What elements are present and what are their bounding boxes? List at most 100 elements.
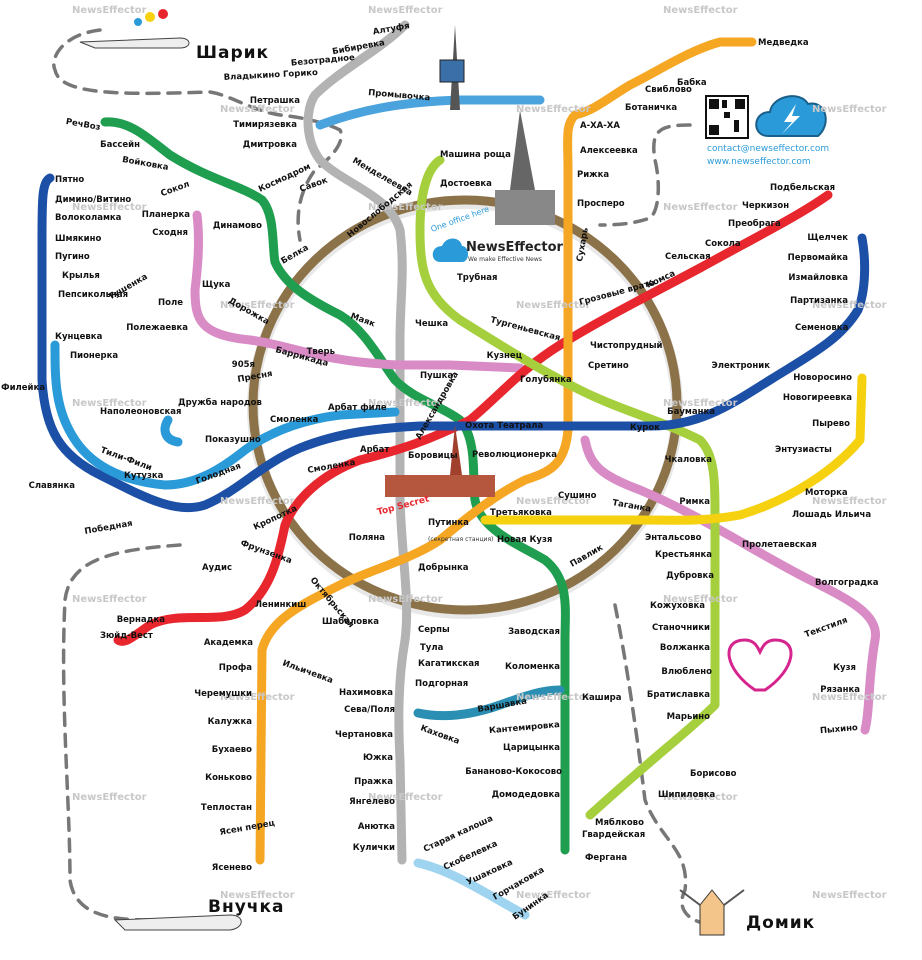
station-label-lightgreen[interactable]: Станочники [652,623,710,633]
station-label-pink[interactable]: Сходня [152,228,188,238]
station-label-orange[interactable]: Ильичевка [281,658,335,686]
station-label-orange[interactable]: Рижка [577,170,609,180]
station-label-red[interactable]: Сокола [705,239,741,249]
station-label-darkblue[interactable]: Первомайка [788,253,849,263]
station-label-lightgreen[interactable]: Кожуховка [650,601,705,611]
station-label-grey[interactable]: Владыкино Горико [223,68,318,83]
station-label-orange[interactable]: Тургеньевская [489,315,561,343]
station-label-pink[interactable]: Таганка [611,498,651,515]
station-label-orange[interactable]: Ясен перец [219,818,276,838]
station-label-orange[interactable]: Шаболовка [322,616,379,627]
station-label-grey[interactable]: Дмитровка [243,140,297,150]
station-label-grey[interactable]: Пражка [354,777,393,787]
station-label-lightgreen[interactable]: Курок [630,423,660,433]
station-label-red[interactable]: Чистопрудный [590,341,663,351]
station-label-red[interactable]: Ленинкиш [255,600,306,610]
station-label-grey[interactable]: Савок [298,175,329,194]
station-label-green[interactable]: Домодедовка [492,790,561,800]
station-label-yellow[interactable]: Энтузиасты [775,445,832,455]
station-label-darkblue[interactable]: Крылья [62,271,100,281]
station-label-red[interactable]: Аудис [202,563,232,573]
station-label-grey[interactable]: Янгелево [349,797,395,807]
station-label-green[interactable]: Кантемировка [489,720,561,736]
station-label-green[interactable]: Охота Театрала [465,421,543,431]
station-label-pink[interactable]: 905я [232,360,255,370]
station-label-green[interactable]: Тверь [307,347,335,357]
station-label-darkblue[interactable]: Пятно [55,175,84,185]
station-label-lightgreen[interactable]: Римка [679,497,710,507]
station-label-grey[interactable]: Нахимовка [339,688,393,698]
station-label-pink[interactable]: Кузнец [487,351,522,361]
station-label-orange[interactable]: А-ХА-ХА [580,121,620,131]
station-label-lightgreen[interactable]: Чкаловка [665,455,713,465]
station-label-grey[interactable]: Тула [420,643,444,653]
station-label-lightgreen[interactable]: Крестьянка [655,550,712,560]
station-label-red[interactable]: Вернадка [117,615,166,625]
station-label-grey[interactable]: Добрынка [418,562,469,573]
station-label-red[interactable]: Голубянка [520,374,572,385]
station-label-darkblue[interactable]: Щелчек [807,233,848,243]
station-label-lightgreen[interactable]: Достоевка [440,179,492,189]
station-label-lightgreen[interactable]: Волжанка [660,643,710,653]
station-label-lightgreen[interactable]: Борисово [690,769,737,779]
station-label-darkblue[interactable]: Партизанка [790,296,848,306]
station-label-green[interactable]: Фергана [585,853,627,863]
station-label-green[interactable]: Коломенка [505,662,560,672]
station-label-pink[interactable]: Пыхино [820,723,859,736]
station-label-darkblue[interactable]: Кунцевка [55,332,103,342]
station-label-darkblue[interactable]: Бауманка [667,407,715,417]
station-label-red[interactable]: Сельская [665,252,711,262]
station-label-lightblue[interactable]: Наполеоновская [100,407,182,417]
station-label-lightgreen[interactable]: Марьино [667,712,710,722]
station-label-yellow[interactable]: Моторка [805,488,848,498]
station-label-orange[interactable]: Алексеевка [580,146,638,156]
station-label-grey[interactable]: Чешка [415,319,448,329]
station-label-green[interactable]: РечВоз [65,117,101,133]
station-label-green[interactable]: Войковка [121,155,169,173]
station-label-darkblue[interactable]: Димино/Витино [55,195,131,205]
station-label-green[interactable]: Заводская [508,627,560,637]
station-label-orange[interactable]: Профа [219,663,252,673]
station-label-lightblue[interactable]: Арбат филе [328,402,387,413]
station-label-red[interactable]: Подбельская [770,182,835,193]
station-label-lightgreen[interactable]: Дубровка [666,570,714,581]
station-label-orange[interactable]: Академка [204,638,253,648]
station-label-green[interactable]: Бассейн [100,140,140,150]
station-label-orange[interactable]: Путинка [428,518,469,528]
station-label-orange[interactable]: Свиблово [645,84,692,95]
station-label-lightgreen[interactable]: Шипиловка [658,790,715,800]
station-label-darkblue[interactable]: Пугино [55,252,90,262]
station-label-pink[interactable]: Щука [202,280,231,290]
station-label-lightgreen[interactable]: Братиславка [647,690,710,700]
website-link[interactable]: www.newseffector.com [707,157,811,167]
station-label-lightblue[interactable]: Смоленка [270,415,319,425]
station-label-darkblue[interactable]: Филейка [1,383,45,393]
station-label-grey[interactable]: Серпы [418,625,450,635]
station-label-pink[interactable]: Кузя [833,663,856,673]
station-label-orange[interactable]: Коньково [205,773,252,783]
station-label-red[interactable]: Преобрага [728,218,781,229]
station-label-pink[interactable]: Пролетаевская [742,540,817,550]
station-label-yellow[interactable]: Пырево [812,419,850,429]
station-label-kakhovka[interactable]: Варшавка [477,696,528,715]
station-label-lightgreen[interactable]: Машина роща [440,150,511,160]
station-label-green[interactable]: Новая Кузя [497,535,552,545]
station-label-darkblue[interactable]: Электроник [712,361,771,371]
station-label-orange[interactable]: Бухаево [212,745,252,755]
station-label-darkblue[interactable]: Измайловка [788,273,848,283]
station-label-pink[interactable]: Рязанка [820,685,860,695]
station-label-green[interactable]: Революционерка [472,450,557,460]
station-label-grey[interactable]: Петрашка [250,96,300,106]
station-label-pink[interactable]: Волгоградка [815,578,879,588]
station-label-pink[interactable]: Планерка [142,210,191,220]
station-label-yellow[interactable]: Лошадь Ильича [792,510,871,520]
station-label-lightblue[interactable]: Дружба народов [178,397,262,408]
station-label-green[interactable]: Бананово-Кокосово [465,767,562,777]
station-label-grey[interactable]: Боровицы [408,451,458,461]
station-label-grey[interactable]: Подгорная [415,679,468,689]
contact-email-link[interactable]: contact@newseffector.com [707,144,830,154]
station-label-pink[interactable]: Полежаевка [126,323,188,333]
station-label-lightgreen[interactable]: Трубная [457,272,497,283]
station-label-yellow[interactable]: Энтальсово [645,533,702,543]
station-label-lightblue[interactable]: Пионерка [70,351,118,361]
